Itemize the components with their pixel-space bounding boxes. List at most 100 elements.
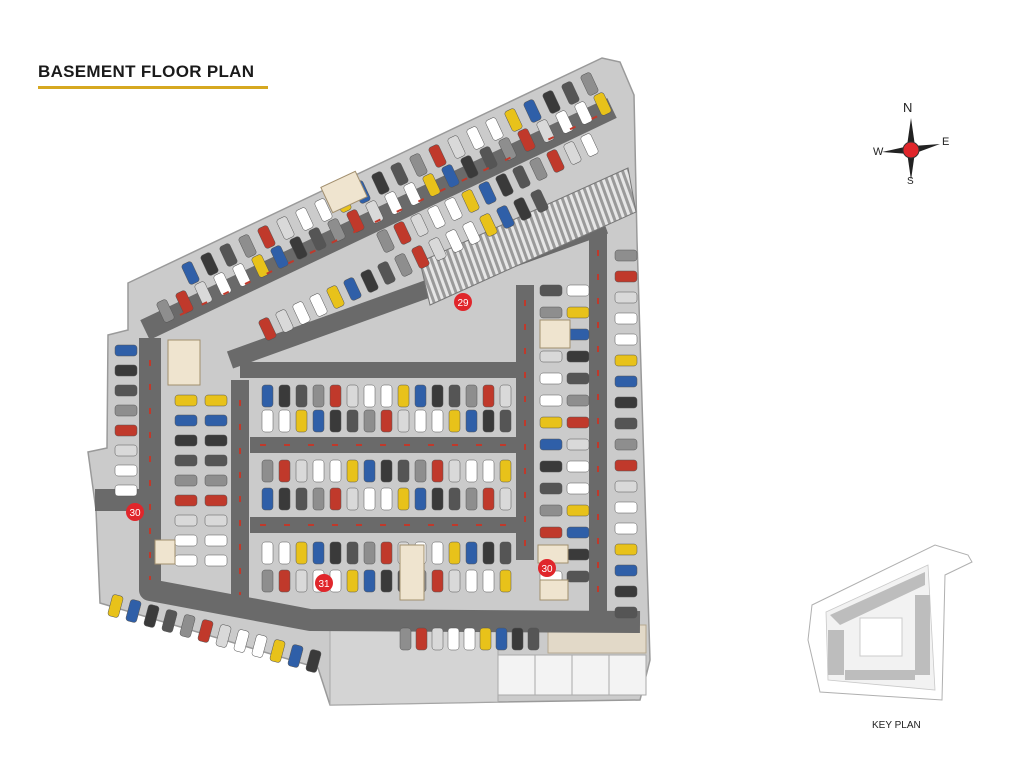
car-icon <box>261 487 274 511</box>
car-icon <box>261 459 274 483</box>
car-icon <box>204 434 228 447</box>
car-icon <box>614 249 638 262</box>
car-icon <box>414 487 427 511</box>
car-icon <box>448 409 461 433</box>
car-icon <box>428 237 447 261</box>
car-icon <box>175 290 194 314</box>
car-icon <box>539 438 563 451</box>
car-icon <box>563 141 582 165</box>
car-icon <box>448 569 461 593</box>
car-icon <box>465 487 478 511</box>
car-icon <box>278 569 291 593</box>
car-icon <box>403 182 422 206</box>
car-icon <box>238 234 257 258</box>
car-icon <box>397 384 410 408</box>
car-icon <box>346 384 359 408</box>
car-icon <box>309 293 328 317</box>
car-icon <box>499 487 512 511</box>
car-icon <box>411 245 430 269</box>
compass-north: N <box>903 100 913 115</box>
car-icon <box>278 541 291 565</box>
car-icon <box>295 569 308 593</box>
car-icon <box>329 384 342 408</box>
car-icon <box>390 162 409 186</box>
car-icon <box>614 438 638 451</box>
car-icon <box>179 614 196 638</box>
car-icon <box>465 459 478 483</box>
car-icon <box>465 409 478 433</box>
car-icon <box>377 261 396 285</box>
car-icon <box>504 108 523 132</box>
car-icon <box>329 487 342 511</box>
car-icon <box>499 409 512 433</box>
car-icon <box>539 306 563 319</box>
car-icon <box>346 541 359 565</box>
car-icon <box>482 384 495 408</box>
car-icon <box>511 627 524 651</box>
car-icon <box>566 482 590 495</box>
car-icon <box>312 459 325 483</box>
car-icon <box>614 564 638 577</box>
car-icon <box>539 284 563 297</box>
car-icon <box>326 285 345 309</box>
car-icon <box>431 459 444 483</box>
car-icon <box>329 409 342 433</box>
compass-icon <box>882 118 940 180</box>
car-icon <box>174 394 198 407</box>
car-icon <box>204 474 228 487</box>
car-icon <box>204 534 228 547</box>
car-icon <box>270 245 289 269</box>
car-icon <box>460 155 479 179</box>
title-underline <box>38 86 268 89</box>
car-icon <box>539 416 563 429</box>
car-icon <box>261 384 274 408</box>
car-icon <box>380 409 393 433</box>
car-icon <box>614 417 638 430</box>
car-icon <box>114 364 138 377</box>
car-icon <box>566 570 590 583</box>
car-icon <box>397 487 410 511</box>
car-icon <box>566 526 590 539</box>
car-icon <box>495 627 508 651</box>
car-icon <box>614 606 638 619</box>
car-icon <box>431 541 444 565</box>
car-icon <box>278 487 291 511</box>
car-icon <box>114 444 138 457</box>
car-icon <box>462 221 481 245</box>
car-icon <box>566 394 590 407</box>
car-icon <box>614 480 638 493</box>
car-icon <box>251 254 270 278</box>
car-icon <box>614 333 638 346</box>
car-icon <box>512 165 531 189</box>
car-icon <box>363 541 376 565</box>
car-icon <box>308 227 327 251</box>
car-icon <box>376 229 395 253</box>
car-icon <box>278 409 291 433</box>
compass: N S W E <box>862 100 962 200</box>
car-icon <box>215 624 232 648</box>
car-icon <box>384 191 403 215</box>
car-icon <box>415 627 428 651</box>
car-icon <box>312 487 325 511</box>
car-icon <box>448 384 461 408</box>
car-icon <box>276 216 295 240</box>
car-icon <box>399 627 412 651</box>
car-icon <box>614 543 638 556</box>
car-icon <box>289 236 308 260</box>
car-icon <box>174 414 198 427</box>
car-icon <box>363 409 376 433</box>
car-icon <box>409 153 428 177</box>
car-icon <box>204 514 228 527</box>
marker-30-left: 30 <box>126 503 144 521</box>
lane-markings <box>149 114 601 600</box>
car-icon <box>539 394 563 407</box>
car-icon <box>428 144 447 168</box>
car-icon <box>346 569 359 593</box>
car-icon <box>527 627 540 651</box>
car-icon <box>478 181 497 205</box>
car-icon <box>312 384 325 408</box>
car-icon <box>114 384 138 397</box>
car-icon <box>204 394 228 407</box>
car-icon <box>295 541 308 565</box>
